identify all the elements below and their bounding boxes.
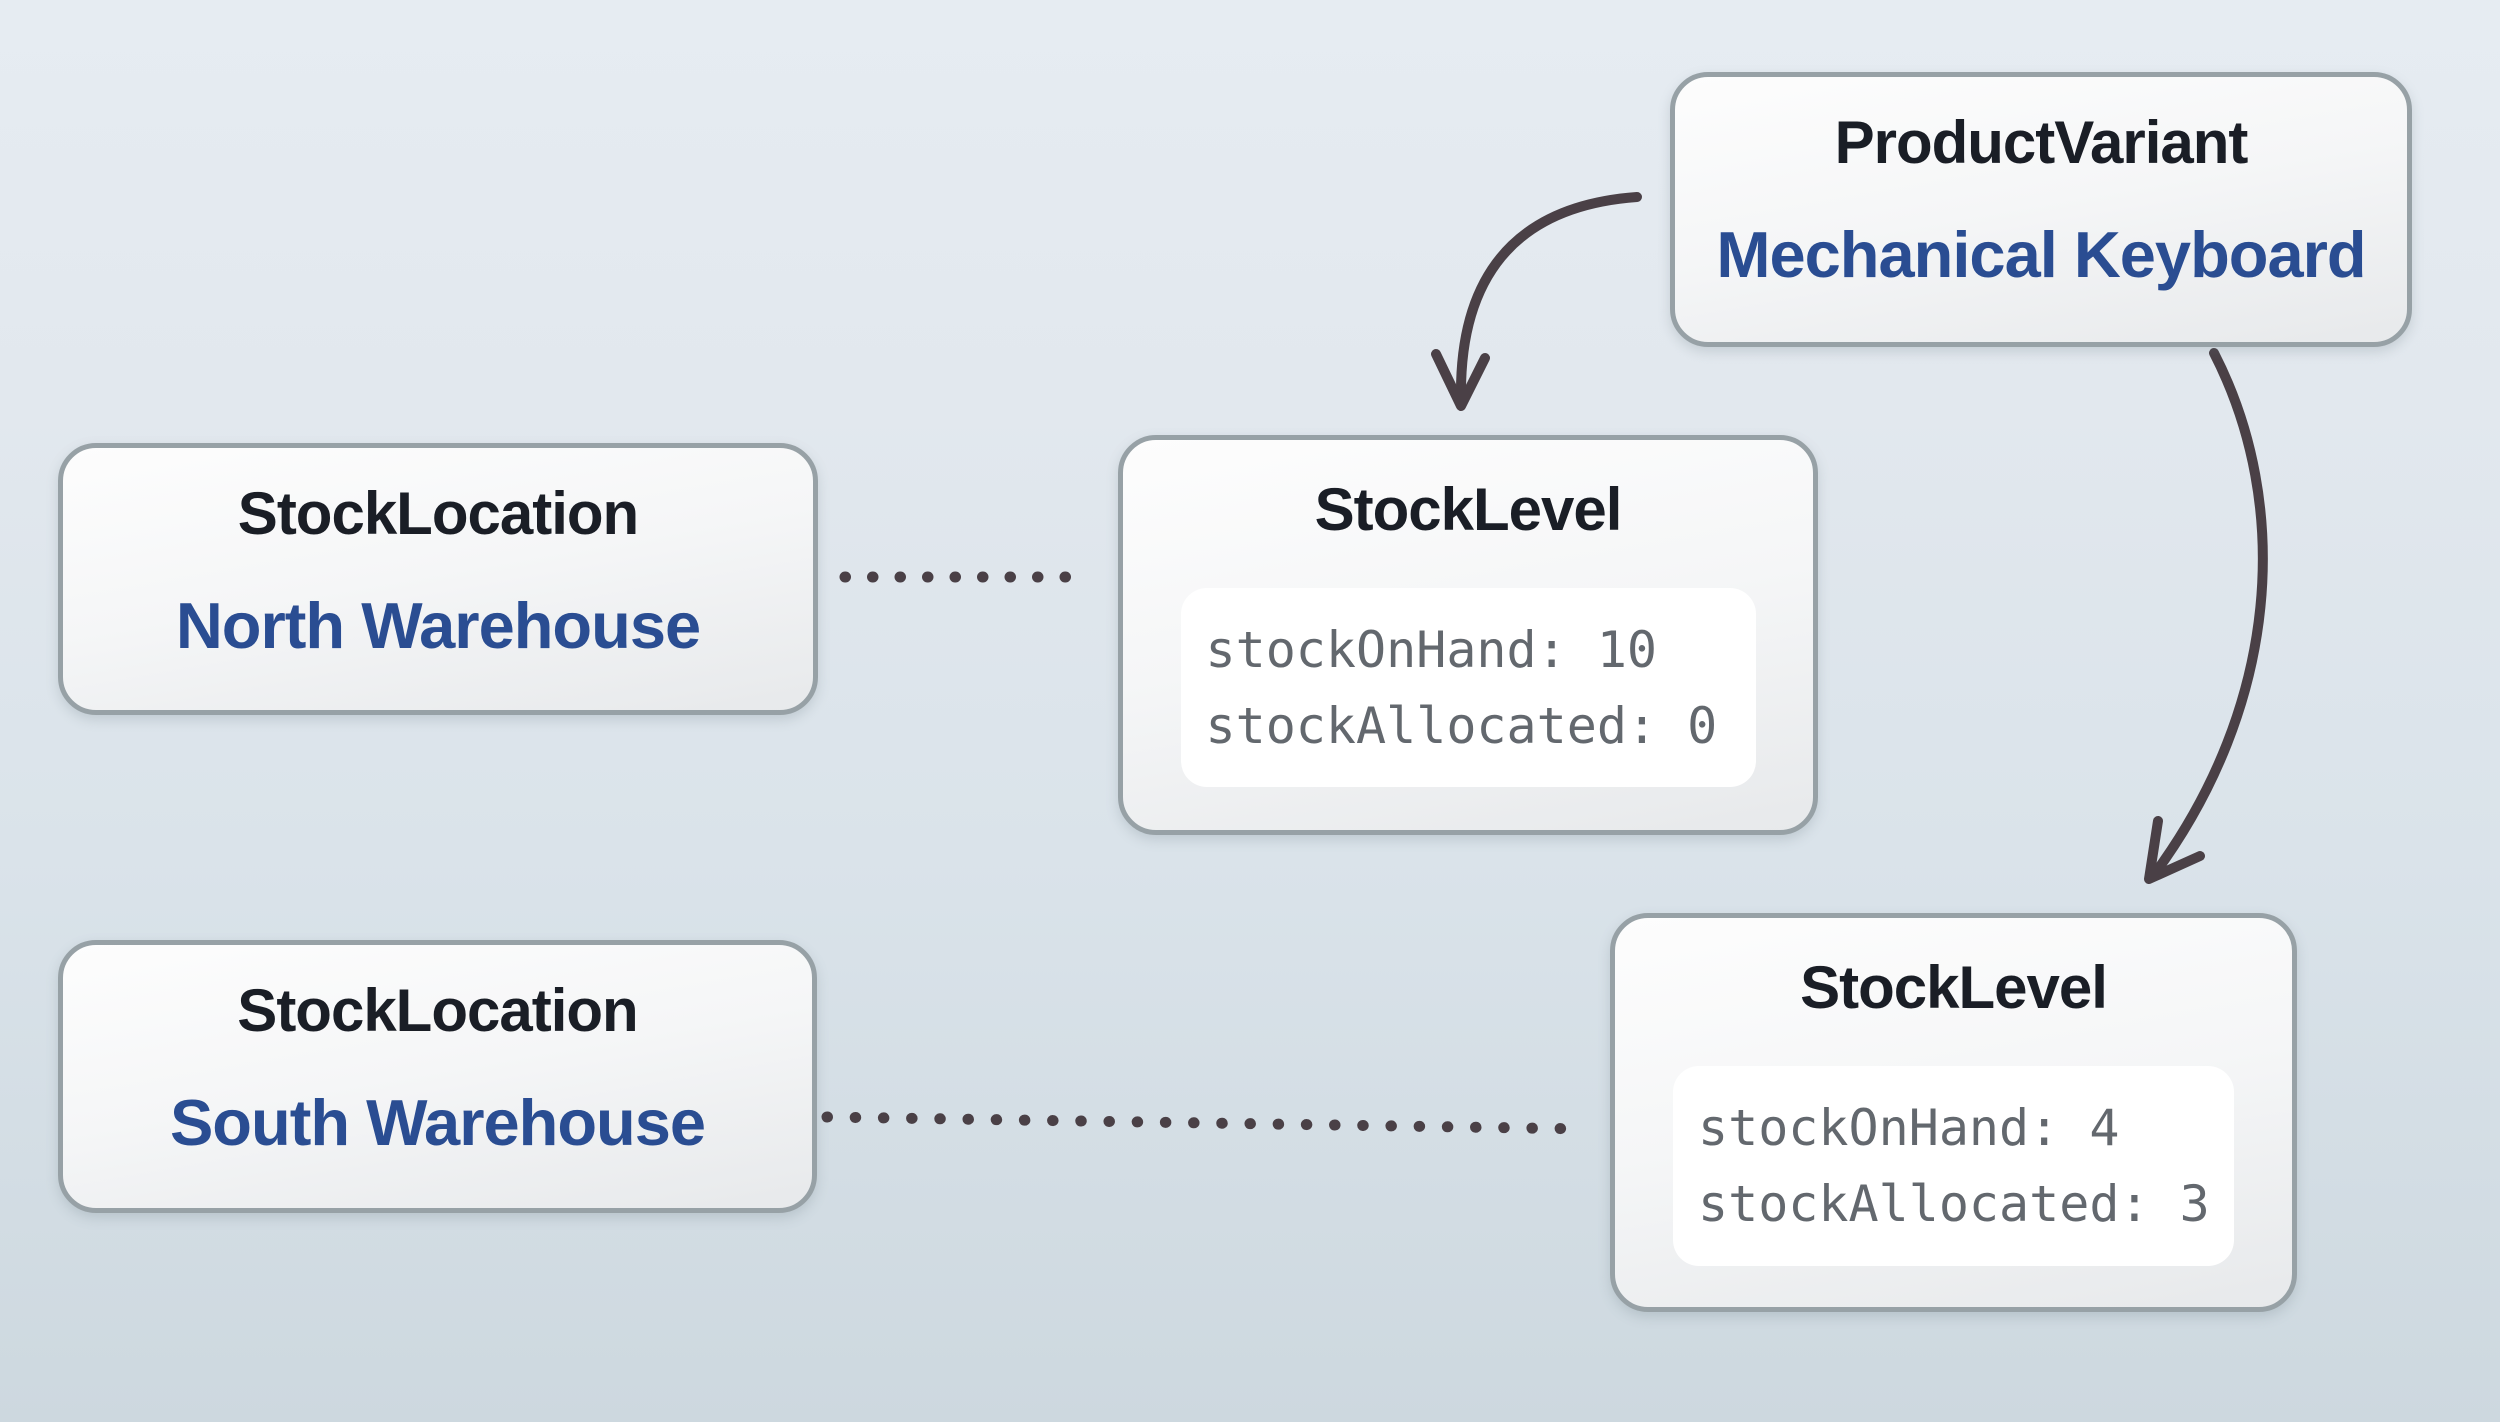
stock-fields-panel: stockOnHand: 4 stockAllocated: 3 — [1673, 1066, 2234, 1266]
stock-allocated-field: stockAllocated: 3 — [1698, 1175, 2210, 1233]
stock-fields-panel: stockOnHand: 10 stockAllocated: 0 — [1180, 588, 1756, 787]
node-product-variant: ProductVariant Mechanical Keyboard — [1670, 72, 2412, 347]
arrow-productvariant-to-stocklevel-south — [2144, 348, 2268, 884]
node-subtitle: Mechanical Keyboard — [1716, 218, 2366, 291]
stock-on-hand-field: stockOnHand: 10 — [1205, 621, 1658, 679]
node-title: StockLocation — [237, 977, 638, 1044]
dotted-line-south — [821, 1111, 1594, 1135]
node-title: StockLevel — [1800, 954, 2108, 1021]
stock-on-hand-field: stockOnHand: 4 — [1698, 1099, 2120, 1157]
arrow-curve — [2148, 348, 2268, 881]
arrow-curve — [1455, 192, 1642, 403]
node-title: StockLevel — [1314, 476, 1623, 543]
arrowhead-icon — [1431, 349, 1490, 411]
node-stock-level-south: StockLevel stockOnHand: 4 stockAllocated… — [1610, 913, 2297, 1312]
node-stock-level-north: StockLevel stockOnHand: 10 stockAllocate… — [1118, 435, 1818, 835]
node-subtitle: South Warehouse — [169, 1086, 706, 1159]
stock-allocated-field: stockAllocated: 0 — [1205, 697, 1718, 755]
node-subtitle: North Warehouse — [175, 589, 701, 662]
arrowhead-icon — [2144, 816, 2205, 884]
node-stock-location-south: StockLocation South Warehouse — [58, 940, 817, 1213]
node-title: StockLocation — [237, 480, 639, 547]
arrow-productvariant-to-stocklevel-north — [1431, 192, 1642, 411]
node-stock-location-north: StockLocation North Warehouse — [58, 443, 818, 715]
node-title: ProductVariant — [1834, 109, 2249, 176]
